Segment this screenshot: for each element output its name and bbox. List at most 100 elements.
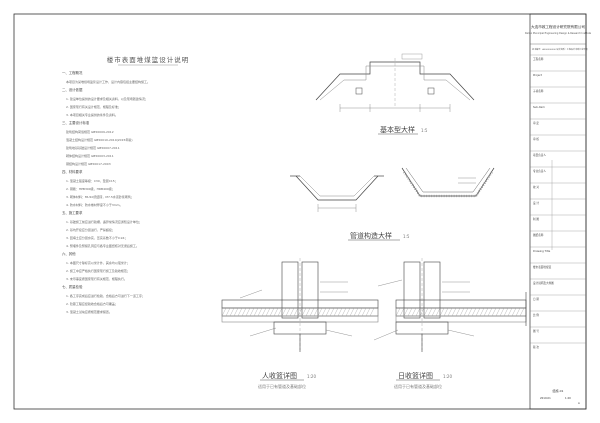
hatch-stroke <box>237 307 243 317</box>
notes-line: 砌体结构设计规范 GB50003-2011 <box>66 153 114 158</box>
title-block-row-label: 日 期 <box>533 297 539 301</box>
notes-line: 四、材料要求 <box>62 169 83 174</box>
leader-line <box>239 289 263 299</box>
hatch-stroke <box>519 307 525 317</box>
title-block-row-label: 校 对 <box>533 185 539 189</box>
notes-line: 六、其他 <box>62 251 76 256</box>
hatch-stroke <box>253 307 259 317</box>
notes-line: 1. 混凝土强度等级：C30，垫层C15； <box>66 178 118 183</box>
notes-line: 本项目为某堆煤场篮筐设计工作，设计内容包括主要结构施工。 <box>66 79 150 84</box>
title-block: 大连市政工程设计研究院有限公司 Dalian Municipal Enginee… <box>525 13 592 410</box>
title-block-row-label: 图 号 <box>533 329 539 333</box>
hatch-stroke <box>337 307 343 317</box>
hatch-stroke <box>423 307 429 317</box>
hatch-stroke <box>265 307 271 317</box>
notes-line: 三、主要设计标准 <box>62 120 90 125</box>
left-post-b <box>301 261 319 319</box>
title-block-row-label: Project <box>533 73 542 77</box>
hatch-stroke <box>419 307 425 317</box>
leader-line <box>447 329 475 337</box>
hatch-stroke <box>317 307 323 317</box>
hatch-stroke <box>443 307 449 317</box>
hatch-stroke <box>269 307 275 317</box>
hatch-stroke <box>463 307 469 317</box>
hatch-stroke <box>475 307 481 317</box>
hatch-stroke <box>399 307 405 317</box>
profile-label-box <box>401 53 423 60</box>
design-notes: 楼市表面堆煤篮设计说明 一、工程概况本项目为某堆煤场篮筐设计工作，设计内容包括主… <box>62 55 188 314</box>
notes-text-block: 一、工程概况本项目为某堆煤场篮筐设计工作，设计内容包括主要结构施工。二、设计依据… <box>62 70 150 314</box>
left-post-a <box>281 261 299 319</box>
title-block-row-label: 设计说明及大样图 <box>533 281 554 285</box>
notes-line: 二、设计依据 <box>62 87 83 92</box>
section-right-title: 日收篮详图 <box>398 371 433 380</box>
trench-outline <box>295 175 379 201</box>
trench-inner <box>299 175 375 197</box>
hatch-stroke <box>431 307 437 317</box>
right-post-b <box>423 261 441 319</box>
section-right-subtitle: 适用于已有管道及基础部位 <box>394 383 442 389</box>
hatch-stroke <box>345 307 351 317</box>
right-slab-hatch <box>395 307 525 317</box>
leader-line <box>373 329 399 341</box>
profile-outline <box>315 61 475 101</box>
hatch-stroke <box>313 307 319 317</box>
hatch-stroke <box>395 307 401 317</box>
hatch-stroke <box>281 307 287 317</box>
notes-line: 七、质量检验 <box>62 284 83 289</box>
profile-channel-detail <box>401 167 495 198</box>
title-block-row-label: 专业负责人 <box>533 169 546 173</box>
notes-line: 3. 本项目相关专业提供的条件及资料。 <box>66 112 118 117</box>
hatch-stroke <box>511 307 517 317</box>
hatch-stroke <box>229 307 235 317</box>
hatch-stroke <box>365 307 371 317</box>
hatch-stroke <box>427 307 433 317</box>
notes-line: 2. 施工中应严格执行国家现行施工及验收规范； <box>66 268 130 273</box>
right-slab-base <box>395 315 527 323</box>
title-block-row-label: 审 定 <box>533 121 539 125</box>
profile-trench-detail <box>290 175 384 212</box>
hatch-stroke <box>349 307 355 317</box>
hatch-stroke <box>341 307 347 317</box>
hatch-stroke <box>257 307 263 317</box>
left-slab-hatch <box>221 307 375 317</box>
version-value: A <box>578 401 580 405</box>
hatch-stroke <box>225 307 231 317</box>
hatch-stroke <box>241 307 247 317</box>
title-block-row-label: 制 图 <box>533 217 539 221</box>
hatch-stroke <box>233 307 239 317</box>
hatch-stroke <box>309 307 315 317</box>
notes-line: 3. 砌体材料：MU10烧结砖，M7.5水泥砂浆砌筑； <box>66 194 134 199</box>
hatch-stroke <box>435 307 441 317</box>
title-block-row-label: 版 次 <box>533 345 539 349</box>
hatch-stroke <box>411 307 417 317</box>
hatch-stroke <box>297 307 303 317</box>
hatch-stroke <box>301 307 307 317</box>
hatch-stroke <box>471 307 477 317</box>
notes-line: 1. 建设单位提供的设计要求及相关资料，以及现场踏勘情况； <box>66 96 148 101</box>
hatch-stroke <box>491 307 497 317</box>
notes-line: 2. 隐蔽工程应经验收合格后方可覆盖； <box>66 301 118 306</box>
hatch-stroke <box>353 307 359 317</box>
section-right-detail <box>373 258 527 352</box>
hatch-stroke <box>321 307 327 317</box>
hatch-stroke <box>221 307 227 317</box>
notes-line: 2. 基坑开挖应分层进行，严禁超挖； <box>66 227 115 232</box>
profile-basic-detail <box>315 53 475 112</box>
hatch-stroke <box>467 307 473 317</box>
hatch-stroke <box>329 307 335 317</box>
notes-line: 钢结构设计规范 GB50017-2003 <box>66 161 111 166</box>
section-left-subtitle: 适用于已有管道及基础部位 <box>258 383 306 389</box>
scale-value: 1:20 <box>565 396 571 400</box>
leader-line <box>325 329 353 337</box>
title-block-row-label: 比 例 <box>533 313 539 317</box>
notes-line: 3. 回填土应分层夯实，压实系数不小于0.94； <box>66 235 128 240</box>
profile-basic-scale: 1:5 <box>421 128 428 133</box>
notes-line: 混凝土结构设计规范 GB50010-2010(2015年版) <box>66 137 133 142</box>
hatch-stroke <box>361 307 367 317</box>
company-name-cn: 大连市政工程设计研究院有限公司 <box>531 24 585 29</box>
profile-marker <box>427 87 435 95</box>
profile-basic-title: 基本型大样 <box>380 125 415 134</box>
notes-line: 1. 本图尺寸除标高以米计外，其余均以毫米计； <box>66 260 130 265</box>
